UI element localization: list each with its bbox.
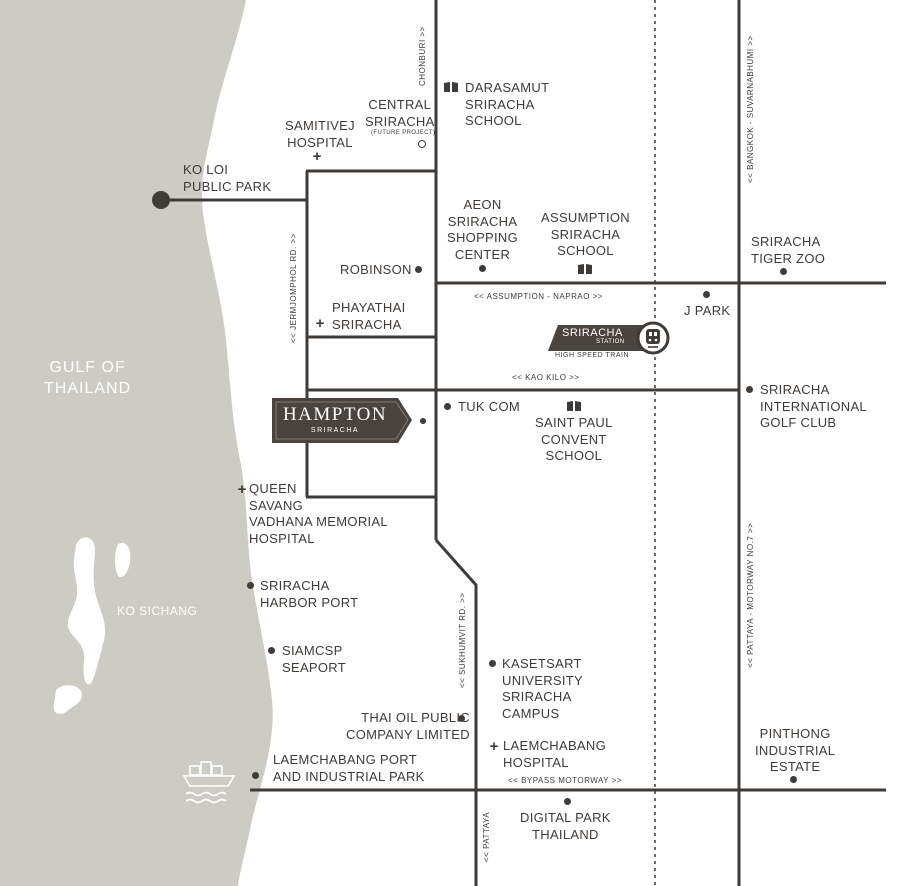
sriracha-station-marker[interactable]: SRIRACHA STATION [548,325,648,351]
road-label-sukhumvit: << SUKHUMVIT RD. >> [458,592,467,688]
gulf-of-thailand-water [0,0,273,886]
school-icon [567,401,581,411]
place-tuk-com: TUK COM [458,399,521,414]
place-laemchabang-port: LAEMCHABANG PORT AND INDUSTRIAL PARK [273,752,425,784]
road-label-chonburi: CHONBURI >> [418,26,427,86]
place-pinthong-industrial-estate: PINTHONG INDUSTRIAL ESTATE [755,726,836,774]
hospital-icon: + [237,481,247,498]
future-project-marker [418,140,426,148]
road-label-kao-kilo: << KAO KILO >> [512,373,580,382]
ko-loi-pin [152,191,170,209]
road-label-bangkok-suvarnabhumi: << BANGKOK - SUVARNABHUMI >> [746,35,755,183]
place-queen-savang-vadhana-hospital: QUEEN SAVANG VADHANA MEMORIAL HOSPITAL [249,481,388,546]
thai-oil-pin [458,715,465,722]
road-label-pattaya-motorway: << PATTAYA - MOTORWAY NO.7 >> [746,522,755,668]
j-park-pin [703,291,710,298]
hampton-location-dot [420,418,426,424]
tuk-com-pin [444,403,451,410]
gulf-of-thailand-label: GULF OF THAILAND [44,359,132,397]
hampton-marker-shape [272,398,412,443]
place-siamcsp-seaport: SIAMCSP SEAPORT [282,643,346,675]
digital-park-pin [564,798,571,805]
tiger-zoo-pin [780,268,787,275]
station-caption: HIGH SPEED TRAIN [555,352,629,359]
robinson-pin [415,266,422,273]
place-central-note: (FUTURE PROJECT) [371,130,436,136]
hospital-icon: + [489,738,499,755]
pinthong-pin [790,776,797,783]
place-kasetsart-university: KASETSART UNIVERSITY SRIRACHA CAMPUS [502,656,584,721]
place-darasamut-sriracha-school: DARASAMUT SRIRACHA SCHOOL [465,80,550,128]
project-subtitle: SRIRACHA [310,427,360,434]
hampton-marker[interactable]: HAMPTON SRIRACHA [272,398,410,443]
ship-icon [182,761,236,804]
ko-sichang-label: KO SICHANG [117,604,198,618]
place-laemchabang-hospital: LAEMCHABANG HOSPITAL [503,738,606,770]
place-assumption-sriracha-school: ASSUMPTION SRIRACHA SCHOOL [541,210,630,258]
place-ko-loi-public-park: KO LOI PUBLIC PARK [183,162,272,194]
road-label-assumption-naprao: << ASSUMPTION - NAPRAO >> [474,292,603,301]
place-sriracha-tiger-zoo: SRIRACHA TIGER ZOO [751,234,826,266]
place-samitivej-hospital: SAMITIVEJ HOSPITAL [285,118,355,150]
kasetsart-pin [489,660,496,667]
train-icon [646,329,660,348]
siamcsp-pin [268,647,275,654]
harbor-port-pin [247,582,254,589]
school-icon [578,264,592,274]
place-thai-oil: THAI OIL PUBLIC COMPANY LIMITED [346,710,470,742]
hospital-icon: + [312,148,322,165]
golf-club-pin [746,386,753,393]
road-label-pattaya: << PATTAYA [482,811,491,862]
sukhumvit-road [434,539,478,886]
place-saint-paul-convent-school: SAINT PAUL CONVENT SCHOOL [535,415,613,463]
ko-sichang-island [53,537,131,714]
place-sriracha-harbor-port: SRIRACHA HARBOR PORT [260,578,359,610]
place-digital-park-thailand: DIGITAL PARK THAILAND [520,810,611,842]
place-central-sriracha: CENTRAL SRIRACHA [365,97,435,129]
station-name: SRIRACHA [562,327,623,339]
station-sub: STATION [596,339,625,345]
road-label-bypass-motorway: << BYPASS MOTORWAY >> [508,776,622,785]
place-phayathai-sriracha: PHAYATHAI SRIRACHA [332,300,406,332]
place-aeon-sriracha: AEON SRIRACHA SHOPPING CENTER [447,197,519,262]
place-robinson: ROBINSON [340,262,412,277]
road-label-jermjomphol: << JERMJOMPHOL RD. >> [289,233,298,343]
laemchabang-port-pin [252,772,259,779]
project-name: HAMPTON [282,404,388,425]
place-j-park: J PARK [684,303,731,318]
school-icon [444,82,458,92]
aeon-pin [479,265,486,272]
road-network [162,0,886,886]
hospital-icon: + [315,315,325,332]
place-sriracha-international-golf-club: SRIRACHA INTERNATIONAL GOLF CLUB [760,382,867,430]
